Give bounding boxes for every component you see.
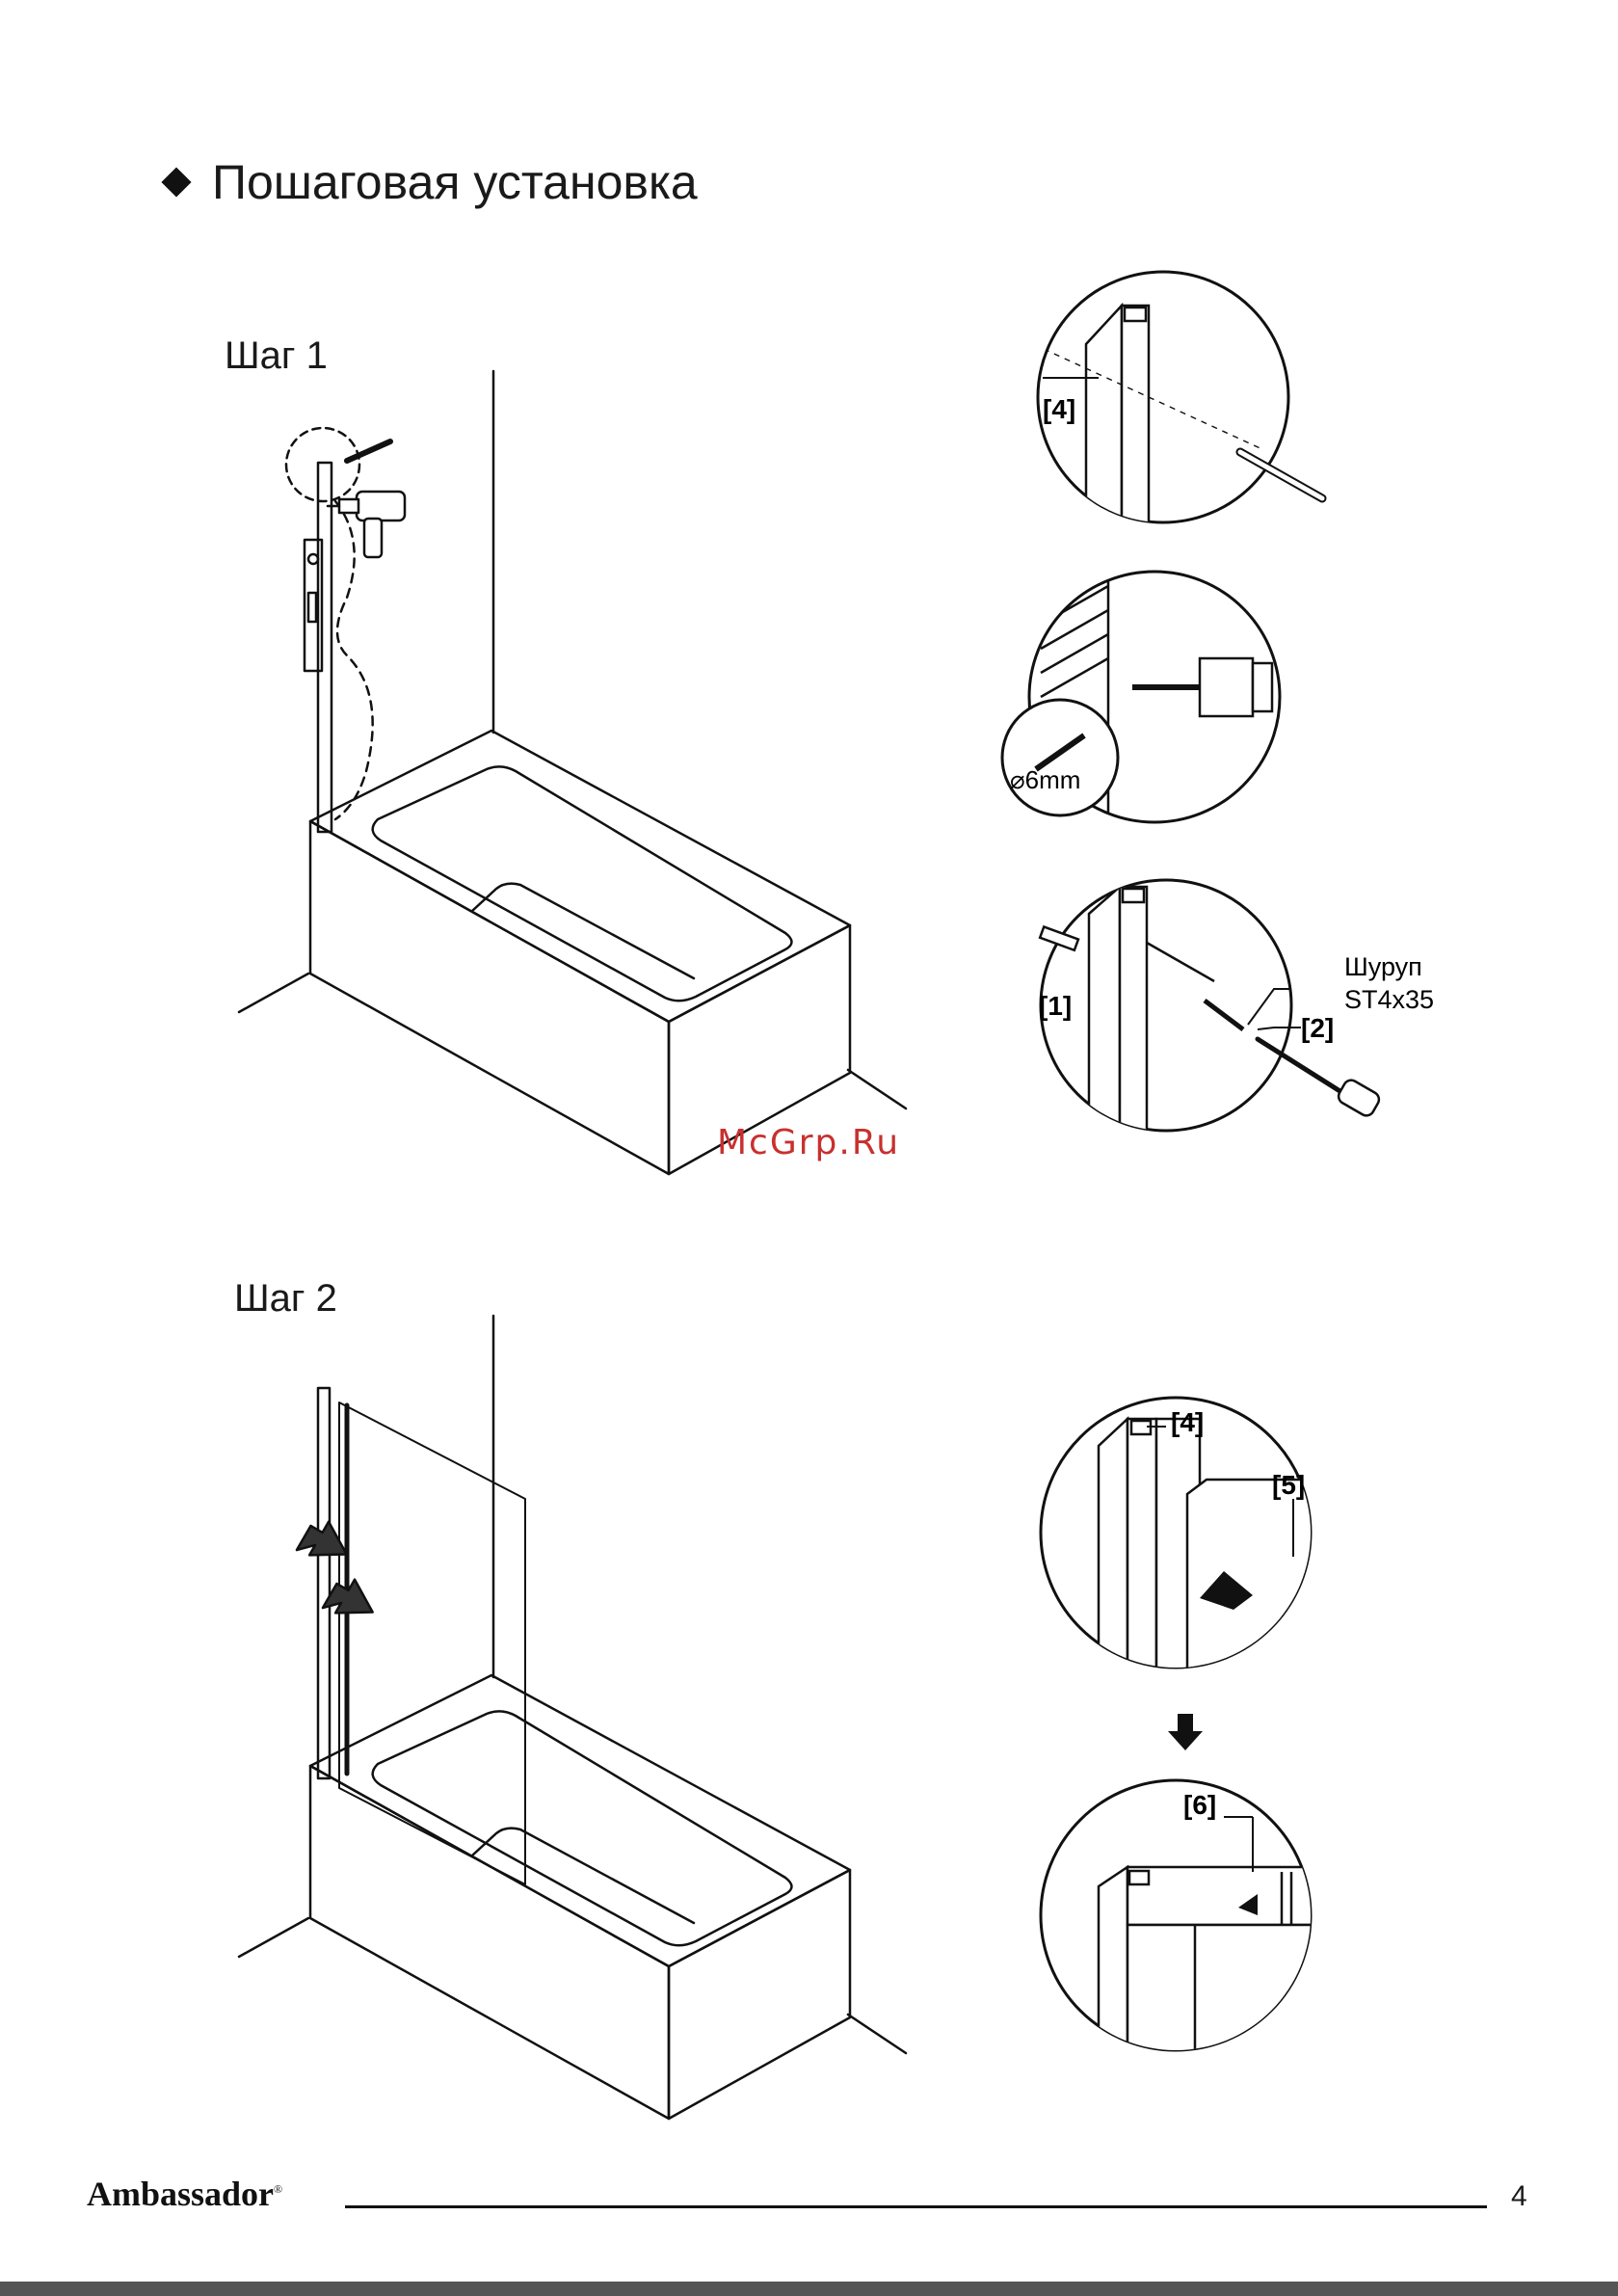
- detail-circle-panel-insert: [4] [5]: [1031, 1388, 1320, 1677]
- down-arrow-icon: [1166, 1714, 1205, 1752]
- page-bottom-bar: [0, 2282, 1618, 2296]
- callout-part-5: [5]: [1272, 1470, 1305, 1500]
- brand-name: Ambassador: [87, 2175, 274, 2213]
- callout-part-6: [6]: [1183, 1790, 1216, 1820]
- brand-registered-mark: ®: [274, 2182, 282, 2196]
- callout-part-4-bottom: [4]: [1171, 1407, 1204, 1437]
- detail-circle-seal-strip: [6]: [1031, 1771, 1320, 2060]
- footer-divider: [345, 2205, 1487, 2208]
- brand-logo: Ambassador®: [87, 2174, 282, 2214]
- page-number: 4: [1511, 2180, 1527, 2213]
